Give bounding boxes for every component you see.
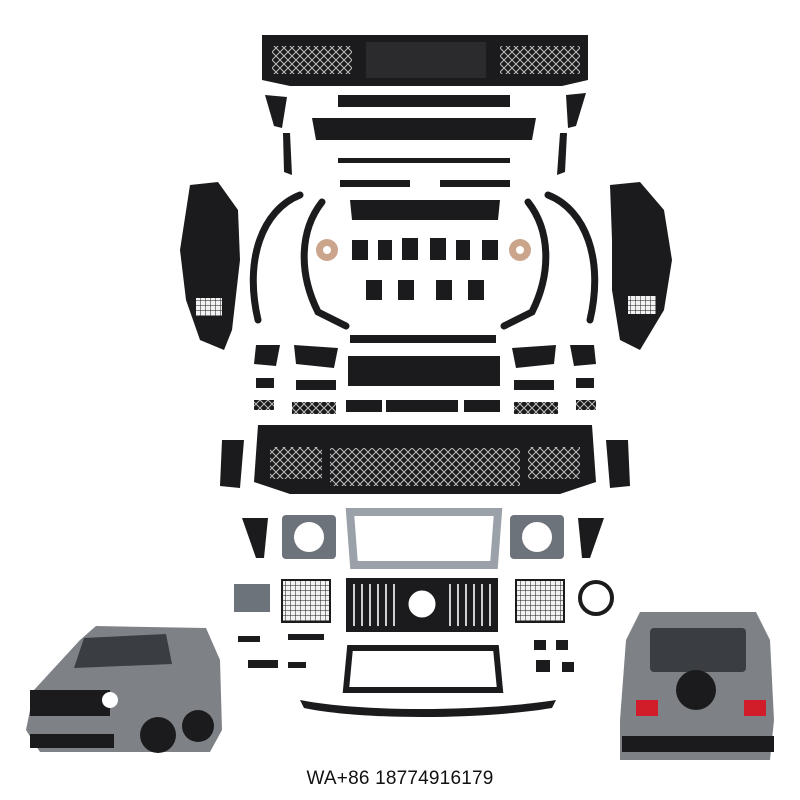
- car-rear-view-photo: [620, 612, 774, 760]
- rear-bumper: [262, 35, 588, 86]
- front-bumper: [220, 425, 630, 494]
- light-housings-and-trims: [254, 335, 596, 414]
- fender-liners: [180, 182, 672, 350]
- upper-trim-pieces: [265, 93, 586, 220]
- front-grille: [346, 578, 498, 632]
- mesh-inserts: [234, 579, 614, 623]
- foam-pads: [316, 239, 531, 261]
- mounting-brackets: [352, 238, 498, 300]
- headlight-surrounds: [242, 508, 604, 569]
- contact-whatsapp-text: WA+86 18774916179: [306, 768, 494, 789]
- wheel-arch-flares: [249, 191, 599, 330]
- lower-support-and-lip: [238, 634, 574, 717]
- car-front-view-photo: [26, 626, 222, 753]
- grille-emblem-icon: [405, 587, 439, 621]
